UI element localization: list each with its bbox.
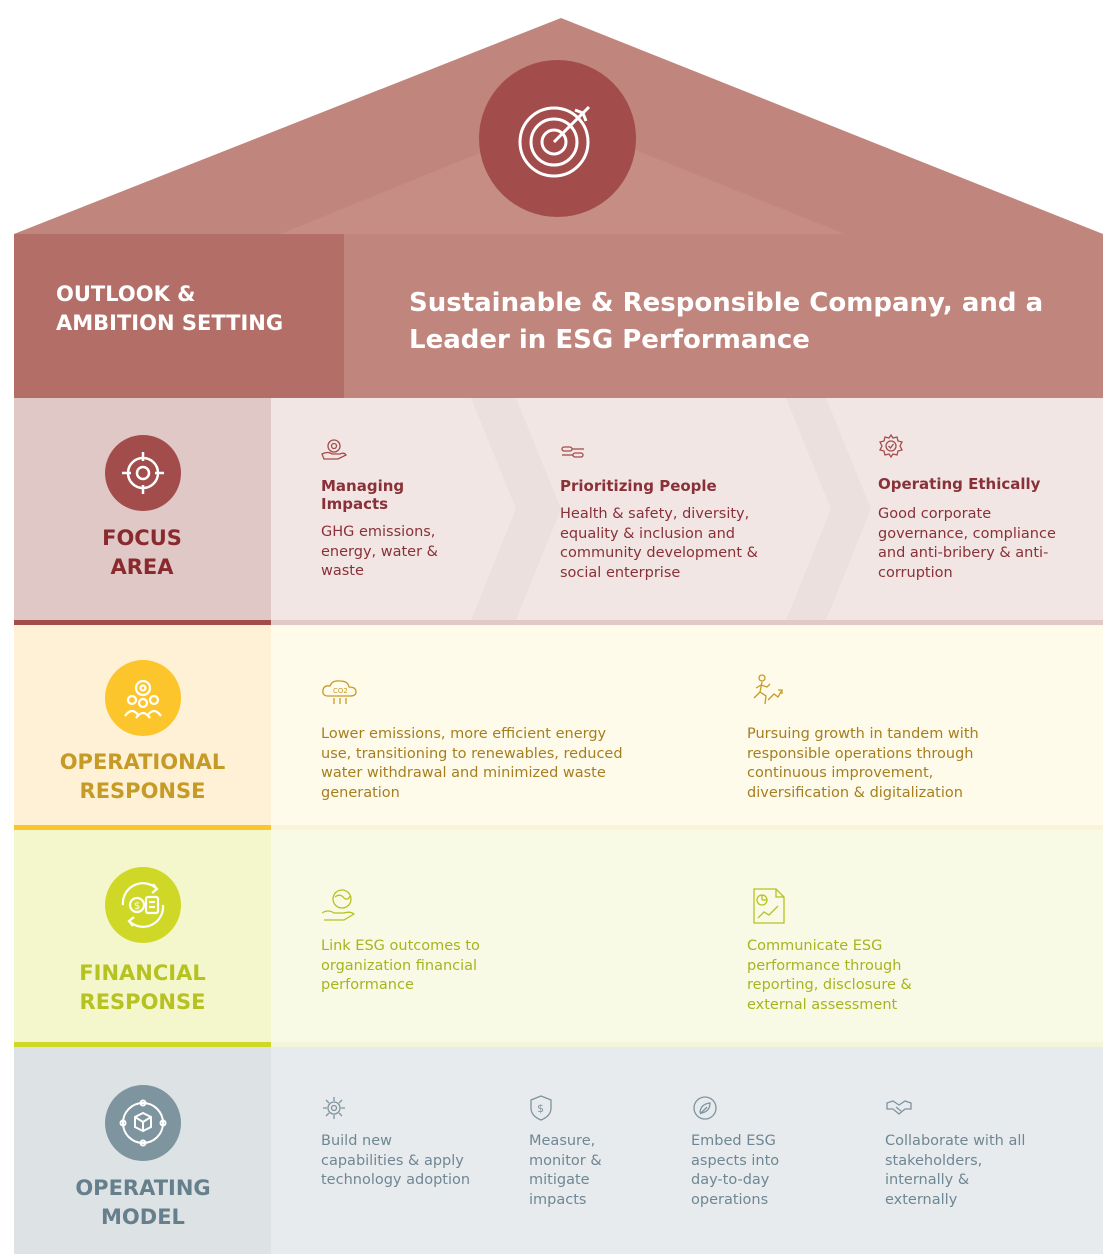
- gear-network-icon: [323, 1097, 345, 1119]
- focus-area-divider-right: [271, 620, 1103, 625]
- operating-model-content-panel: [271, 1047, 1103, 1254]
- operating-model-item-text: Collaborate with all stakeholders, inter…: [885, 1133, 1026, 1208]
- growth-runner-icon: [753, 674, 783, 705]
- globe-leaf-icon: [693, 1096, 717, 1120]
- hand-globe-leaf-icon: [321, 889, 356, 921]
- financial-title: FINANCIAL RESPONSE: [79, 961, 206, 1014]
- hand-globe-gear-icon: [321, 439, 347, 460]
- focus-item-text: Good corporate governance, compliance an…: [878, 506, 1056, 581]
- focus-area-divider: [14, 620, 271, 625]
- focus-area-title: FOCUS AREA: [102, 526, 182, 579]
- financial-item-text: Communicate ESG performance through repo…: [747, 938, 912, 1013]
- financial-divider-right: [271, 1042, 1103, 1047]
- focus-item-text: GHG emissions, energy, water & waste: [321, 524, 438, 579]
- svg-text:CO2: CO2: [333, 687, 348, 695]
- focus-item-title: Prioritizing People: [560, 477, 717, 495]
- focus-item-title: Operating Ethically: [878, 475, 1041, 493]
- operational-title: OPERATIONAL RESPONSE: [59, 750, 226, 803]
- operational-divider-right: [271, 825, 1103, 830]
- focus-item-title: Managing Impacts: [321, 477, 405, 513]
- outlook-label: OUTLOOK & AMBITION SETTING: [56, 282, 284, 335]
- target-icon: [105, 435, 181, 511]
- operational-item-text: Lower emissions, more efficient energy u…: [321, 726, 623, 801]
- operational-divider: [14, 825, 271, 830]
- operating-model-item-text: Embed ESG aspects into day-to-day operat…: [691, 1133, 780, 1208]
- handshake-icon: [886, 1100, 912, 1115]
- financial-content-panel: [271, 830, 1103, 1042]
- operating-model-item-text: Measure, monitor & mitigate impacts: [529, 1133, 602, 1208]
- focus-area-content-panel: [271, 398, 1103, 620]
- operational-content-panel: [271, 625, 1103, 825]
- outlook-statement: Sustainable & Responsible Company, and a…: [409, 288, 1044, 355]
- focus-chevrons: [471, 398, 871, 620]
- svg-text:$: $: [134, 901, 140, 912]
- operational-item-text: Pursuing growth in tandem with responsib…: [747, 726, 979, 801]
- financial-item-text: Link ESG outcomes to organization financ…: [321, 938, 480, 993]
- operating-model-item-text: Build new capabilities & apply technolog…: [321, 1133, 471, 1188]
- focus-item-text: Health & safety, diversity, equality & i…: [560, 506, 758, 581]
- outlook-label-box: [14, 234, 344, 398]
- target-arrow-icon: [479, 60, 636, 217]
- team-gear-icon: [105, 660, 181, 736]
- shield-dollar-icon: $: [530, 1095, 552, 1121]
- gear-check-icon: [879, 433, 903, 459]
- cube-network-icon: [105, 1085, 181, 1161]
- report-chart-icon: [753, 888, 785, 924]
- financial-divider: [14, 1042, 271, 1047]
- people-link-icon: [561, 446, 584, 458]
- svg-text:$: $: [537, 1102, 544, 1115]
- money-cycle-icon: $: [105, 867, 181, 943]
- co2-cloud-icon: CO2: [322, 680, 357, 704]
- operating-model-title: OPERATING MODEL: [75, 1176, 211, 1229]
